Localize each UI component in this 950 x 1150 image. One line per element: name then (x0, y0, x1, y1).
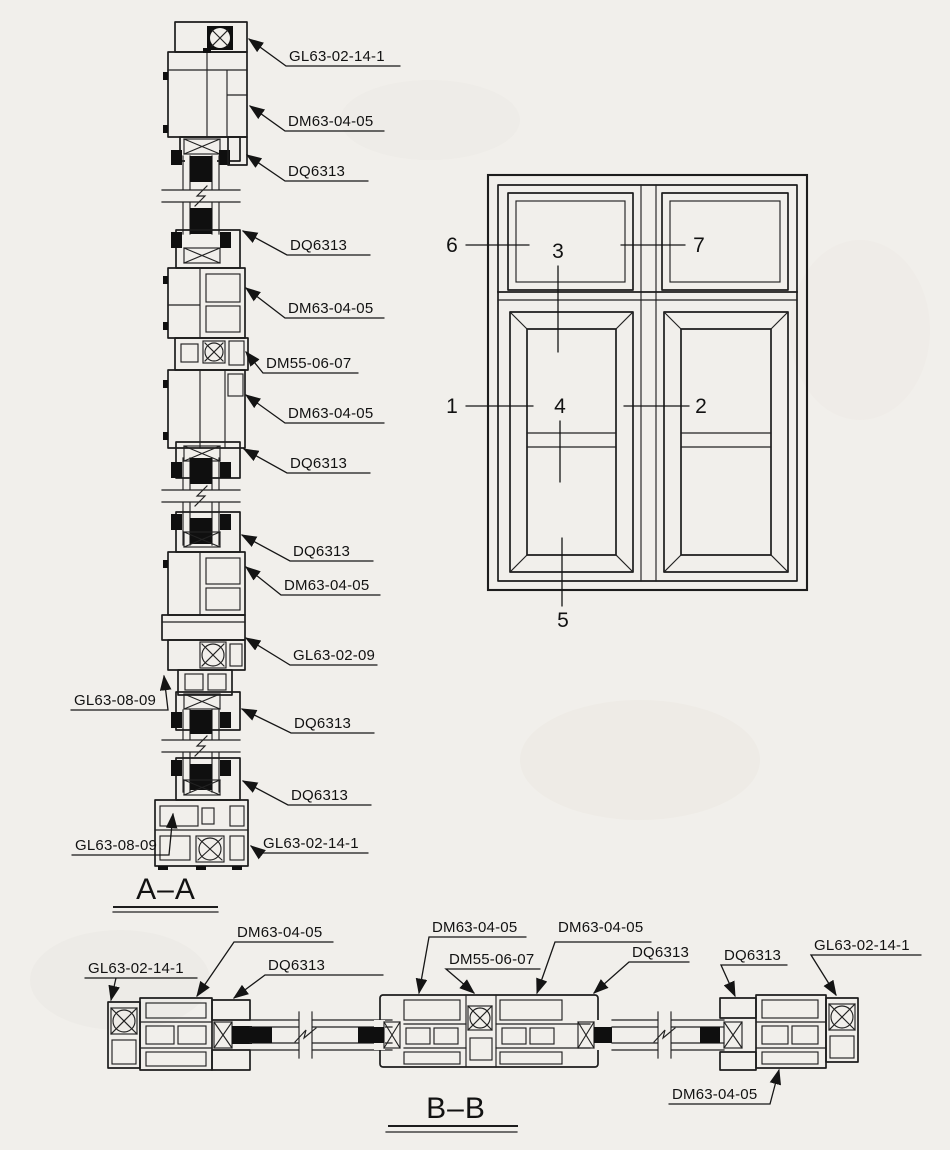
part-label: DQ6313 (268, 957, 325, 974)
part-label: DQ6313 (294, 715, 351, 732)
part-label: DM63-04-05 (288, 113, 373, 130)
break-symbol (194, 485, 208, 507)
part-label: GL63-08-09 (75, 837, 157, 854)
elevation-callouts: 6 3 7 1 4 2 5 (446, 234, 707, 632)
part-label: GL63-02-09 (293, 647, 375, 664)
aa-head-profile (163, 21, 248, 166)
part-label: DM55-06-07 (266, 355, 351, 372)
part-label: DM63-04-05 (237, 924, 322, 941)
callout-number: 3 (552, 240, 564, 263)
bb-leader-lines (84, 936, 922, 1105)
break-symbol (653, 1027, 676, 1043)
aa-leader-lines (70, 38, 401, 860)
callout-number: 4 (554, 395, 566, 418)
bb-section-title: B–B (385, 1092, 518, 1133)
callout-number: 5 (557, 609, 569, 632)
part-label: DQ6313 (290, 237, 347, 254)
break-symbol (194, 735, 208, 757)
break-symbol (294, 1027, 317, 1043)
part-label: GL63-02-14-1 (88, 960, 184, 977)
section-bb-drawing: GL63-02-14-1 DM63-04-05 DQ6313 DM63-04-0… (84, 919, 922, 1133)
break-symbol (194, 185, 208, 207)
section-title: B–B (426, 1092, 486, 1125)
part-label: GL63-08-09 (74, 692, 156, 709)
part-label: GL63-02-14-1 (814, 937, 910, 954)
paper-texture (30, 80, 930, 1030)
left-sash (509, 311, 634, 573)
aa-sill-profile (154, 757, 249, 870)
bb-labels: GL63-02-14-1 DM63-04-05 DQ6313 DM63-04-0… (88, 919, 910, 1103)
aa-meeting-rail-profile (161, 511, 246, 731)
bb-right-jamb-profile (719, 994, 859, 1071)
callout-number: 6 (446, 234, 458, 257)
section-aa-drawing: GL63-02-14-1 DM63-04-05 DQ6313 DQ6313 DM… (70, 21, 401, 913)
part-label: DQ6313 (288, 163, 345, 180)
aa-section-title: A–A (112, 873, 219, 913)
part-label: DM55-06-07 (449, 951, 534, 968)
bb-center-mullion-profile (366, 994, 612, 1068)
callout-number: 7 (693, 234, 705, 257)
aa-labels: GL63-02-14-1 DM63-04-05 DQ6313 DQ6313 DM… (74, 48, 385, 854)
part-label: DQ6313 (632, 944, 689, 961)
part-label: DQ6313 (290, 455, 347, 472)
window-elevation: 6 3 7 1 4 2 5 (446, 173, 809, 632)
part-label: DM63-04-05 (284, 577, 369, 594)
part-label: GL63-02-14-1 (289, 48, 385, 65)
part-label: DM63-04-05 (288, 405, 373, 422)
part-label: GL63-02-14-1 (263, 835, 359, 852)
part-label: DM63-04-05 (558, 919, 643, 936)
callout-number: 2 (695, 395, 707, 418)
part-label: DQ6313 (724, 947, 781, 964)
section-title: A–A (136, 873, 196, 906)
right-sash (663, 311, 789, 573)
part-label: DM63-04-05 (672, 1086, 757, 1103)
glass-run-1 (161, 155, 241, 235)
bb-glass-run-b (611, 1011, 725, 1059)
part-label: DM63-04-05 (432, 919, 517, 936)
part-label: DM63-04-05 (288, 300, 373, 317)
part-label: DQ6313 (293, 543, 350, 560)
part-label: DQ6313 (291, 787, 348, 804)
aa-transom-profile (163, 229, 249, 479)
callout-number: 1 (446, 395, 458, 418)
glass-run-3 (161, 709, 241, 793)
